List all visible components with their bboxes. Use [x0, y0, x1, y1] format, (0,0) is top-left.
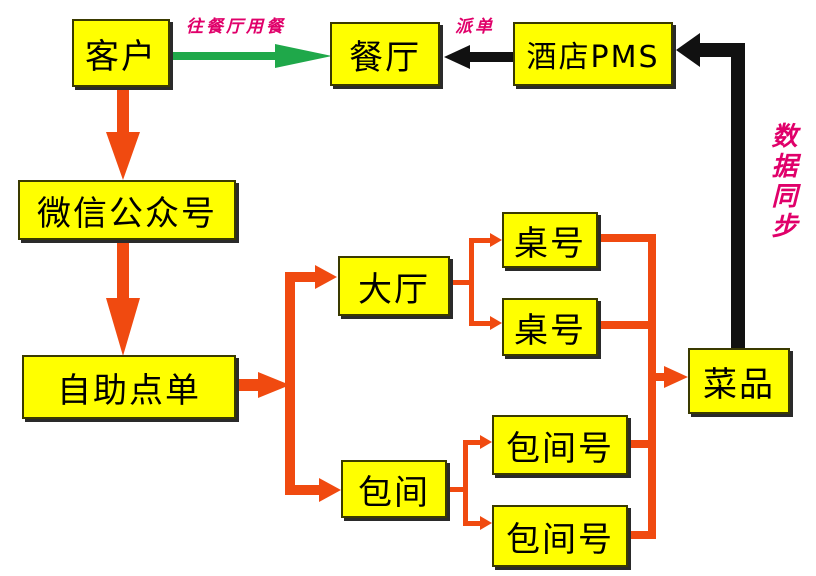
customer-node: 客户: [72, 19, 170, 87]
table-number-node: 桌号: [502, 212, 598, 268]
restaurant-node: 餐厅: [330, 22, 440, 86]
room-number-node: 包间号: [492, 415, 628, 475]
branch-to-hall-and-room: [285, 265, 341, 502]
arrow-self-order-to-split: [236, 372, 290, 398]
branch-hall-to-tables: [450, 233, 502, 330]
arrow-customer-to-wechat: [106, 88, 140, 180]
hall-node: 大厅: [338, 256, 450, 316]
arrow-pms-to-restaurant: [444, 45, 513, 69]
branch-room-to-room-numbers: [447, 435, 492, 530]
arrow-wechat-to-self-order: [106, 240, 140, 356]
data-sync-label: 数据同步: [767, 122, 797, 242]
arrow-customer-to-restaurant: [170, 44, 332, 68]
dishes-node: 菜品: [688, 348, 790, 414]
table-number-node: 桌号: [502, 298, 598, 356]
hotel-pms-node: 酒店PMS: [513, 22, 673, 86]
wechat-node: 微信公众号: [18, 180, 236, 240]
private-room-node: 包间: [341, 460, 447, 518]
collector-to-dishes: [598, 234, 688, 539]
self-order-node: 自助点单: [22, 355, 236, 419]
dine-at-restaurant-label: 往餐厅用餐: [186, 17, 286, 37]
dispatch-label: 派单: [455, 17, 495, 37]
arrow-dishes-to-pms: [676, 33, 745, 348]
room-number-node: 包间号: [492, 505, 628, 567]
